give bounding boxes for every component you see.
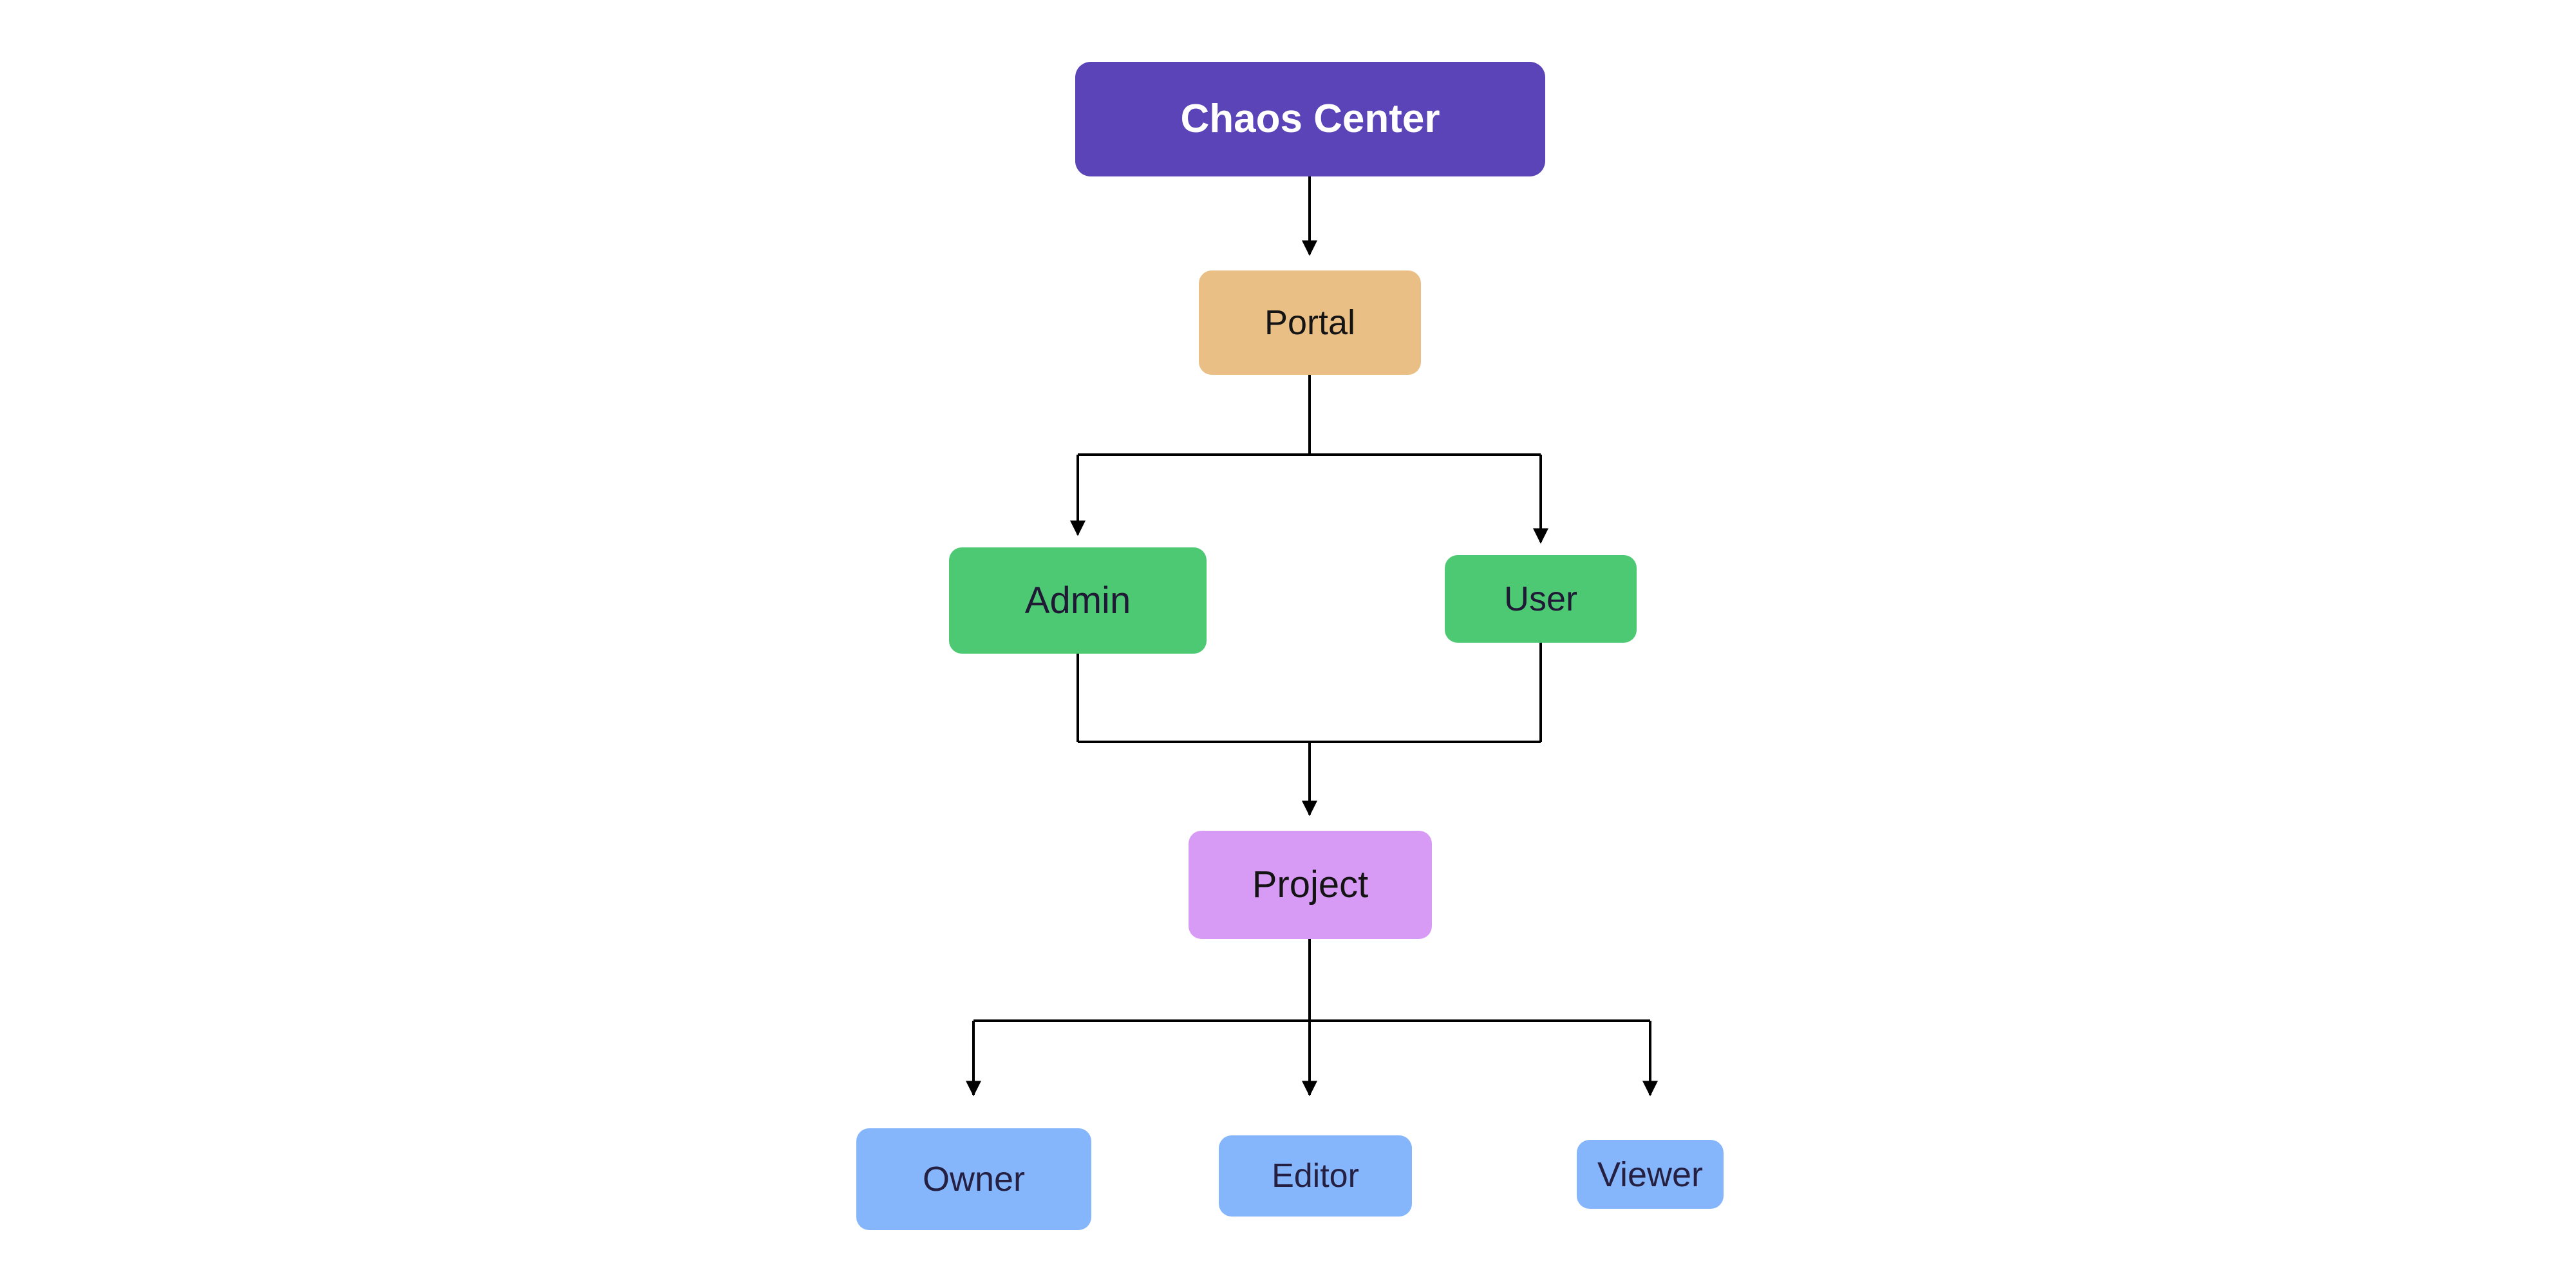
node-project: Project bbox=[1189, 831, 1432, 939]
node-chaos-center-label: Chaos Center bbox=[1180, 97, 1440, 141]
node-owner: Owner bbox=[856, 1128, 1091, 1230]
node-viewer-label: Viewer bbox=[1597, 1155, 1704, 1194]
node-owner-label: Owner bbox=[922, 1160, 1026, 1198]
node-admin-label: Admin bbox=[1024, 579, 1131, 621]
node-user-label: User bbox=[1503, 580, 1577, 618]
node-admin: Admin bbox=[949, 547, 1207, 654]
node-user: User bbox=[1445, 555, 1637, 643]
node-portal-label: Portal bbox=[1264, 303, 1356, 342]
node-viewer: Viewer bbox=[1577, 1140, 1724, 1209]
node-editor: Editor bbox=[1219, 1135, 1412, 1217]
node-chaos-center: Chaos Center bbox=[1075, 62, 1545, 176]
node-portal: Portal bbox=[1199, 270, 1421, 375]
node-project-label: Project bbox=[1252, 864, 1369, 905]
node-editor-label: Editor bbox=[1272, 1157, 1359, 1195]
